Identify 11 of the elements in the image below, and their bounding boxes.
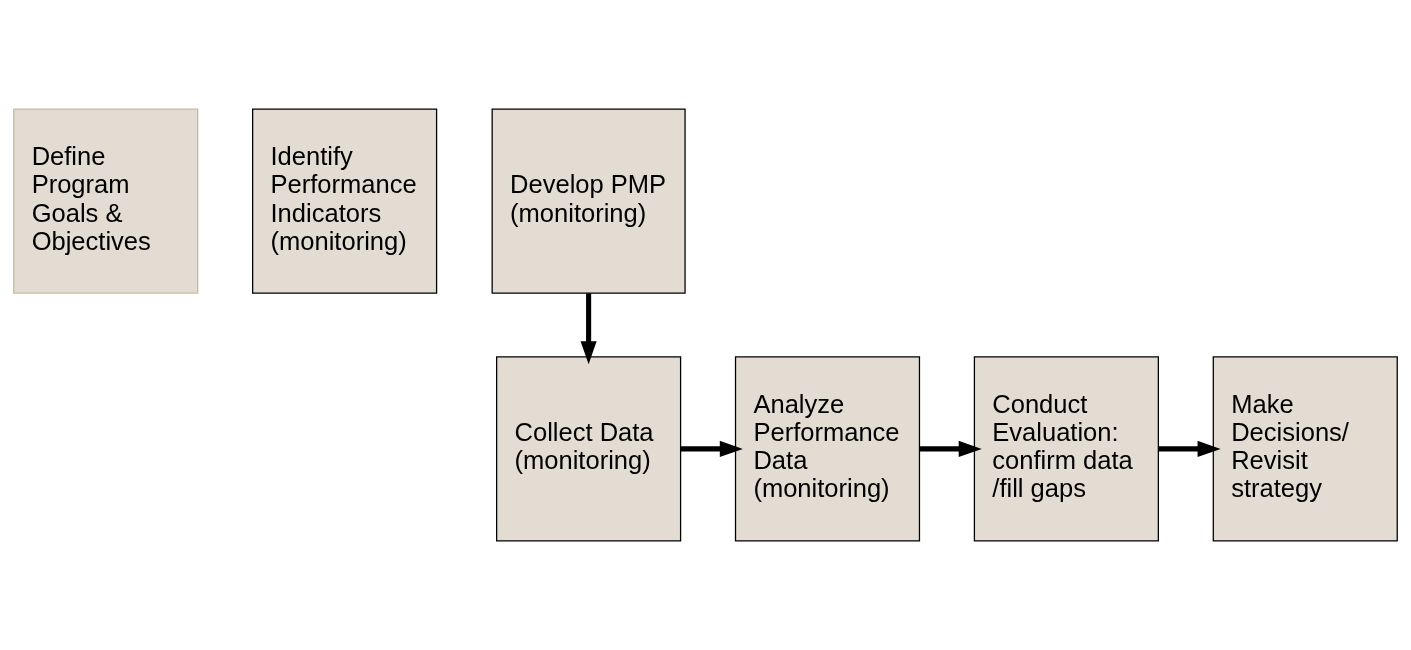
node-box: Conduct Evaluation: confirm data /fill gaps [973, 356, 1159, 542]
arrow [919, 440, 982, 457]
node-box: Identify Performance Indicators (monitoring) [252, 108, 438, 294]
arrow [580, 293, 597, 365]
node-box: Analyze Performance Data (monitoring) [734, 356, 921, 542]
node-box: Define Program Goals & Objectives [13, 108, 199, 294]
arrow [1158, 440, 1221, 457]
node-box: Develop PMP (monitoring) [491, 108, 686, 294]
arrow [680, 440, 743, 457]
node-box: Collect Data (monitoring) [496, 356, 682, 542]
node-box: Make Decisions/ Revisit strategy [1212, 356, 1398, 542]
